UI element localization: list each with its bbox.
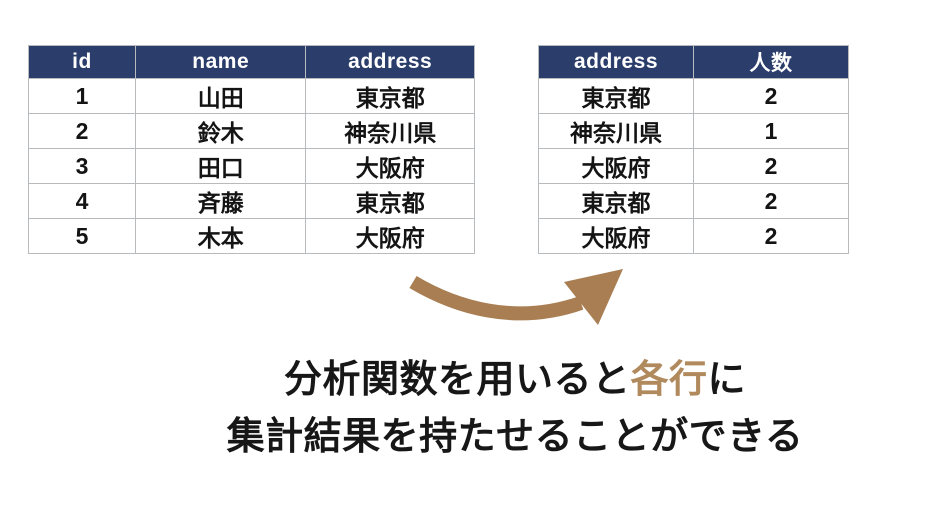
caption-line-1: 分析関数を用いると各行に [90, 352, 940, 409]
caption-text-before: 分析関数を用いると [283, 359, 631, 401]
table-cell: 神奈川県 [305, 113, 475, 149]
column-header: address [538, 45, 694, 79]
caption-highlight: 各行 [630, 359, 708, 401]
table-cell: 大阪府 [538, 218, 694, 254]
table-cell: 鈴木 [135, 113, 307, 149]
table-cell: 1 [27, 78, 137, 114]
table-cell: 大阪府 [538, 148, 694, 184]
column-header: name [135, 45, 307, 79]
table-cell: 1 [693, 113, 849, 149]
table-cell: 山田 [135, 78, 307, 114]
table-cell: 5 [27, 218, 137, 254]
table-cell: 東京都 [305, 78, 475, 114]
table-cell: 田口 [135, 148, 307, 184]
table-cell: 大阪府 [305, 218, 475, 254]
column-header: id [27, 45, 137, 79]
table-cell: 2 [693, 218, 849, 254]
table-cell: 木本 [135, 218, 307, 254]
caption-line-2: 集計結果を持たせることができる [226, 416, 804, 458]
column-header: address [305, 45, 475, 79]
table-cell: 東京都 [305, 183, 475, 219]
table-cell: 3 [27, 148, 137, 184]
table-cell: 2 [693, 183, 849, 219]
table-cell: 大阪府 [305, 148, 475, 184]
table-cell: 神奈川県 [538, 113, 694, 149]
table-cell: 斉藤 [135, 183, 307, 219]
table-cell: 2 [27, 113, 137, 149]
table-cell: 東京都 [538, 78, 694, 114]
table-cell: 2 [693, 148, 849, 184]
table-cell: 4 [27, 183, 137, 219]
table-cell: 2 [693, 78, 849, 114]
caption: 分析関数を用いると各行に 集計結果を持たせることができる [90, 352, 940, 466]
curved-arrow-icon [409, 269, 623, 325]
column-header: 人数 [693, 45, 849, 79]
caption-text-after: に [707, 359, 747, 401]
table-cell: 東京都 [538, 183, 694, 219]
